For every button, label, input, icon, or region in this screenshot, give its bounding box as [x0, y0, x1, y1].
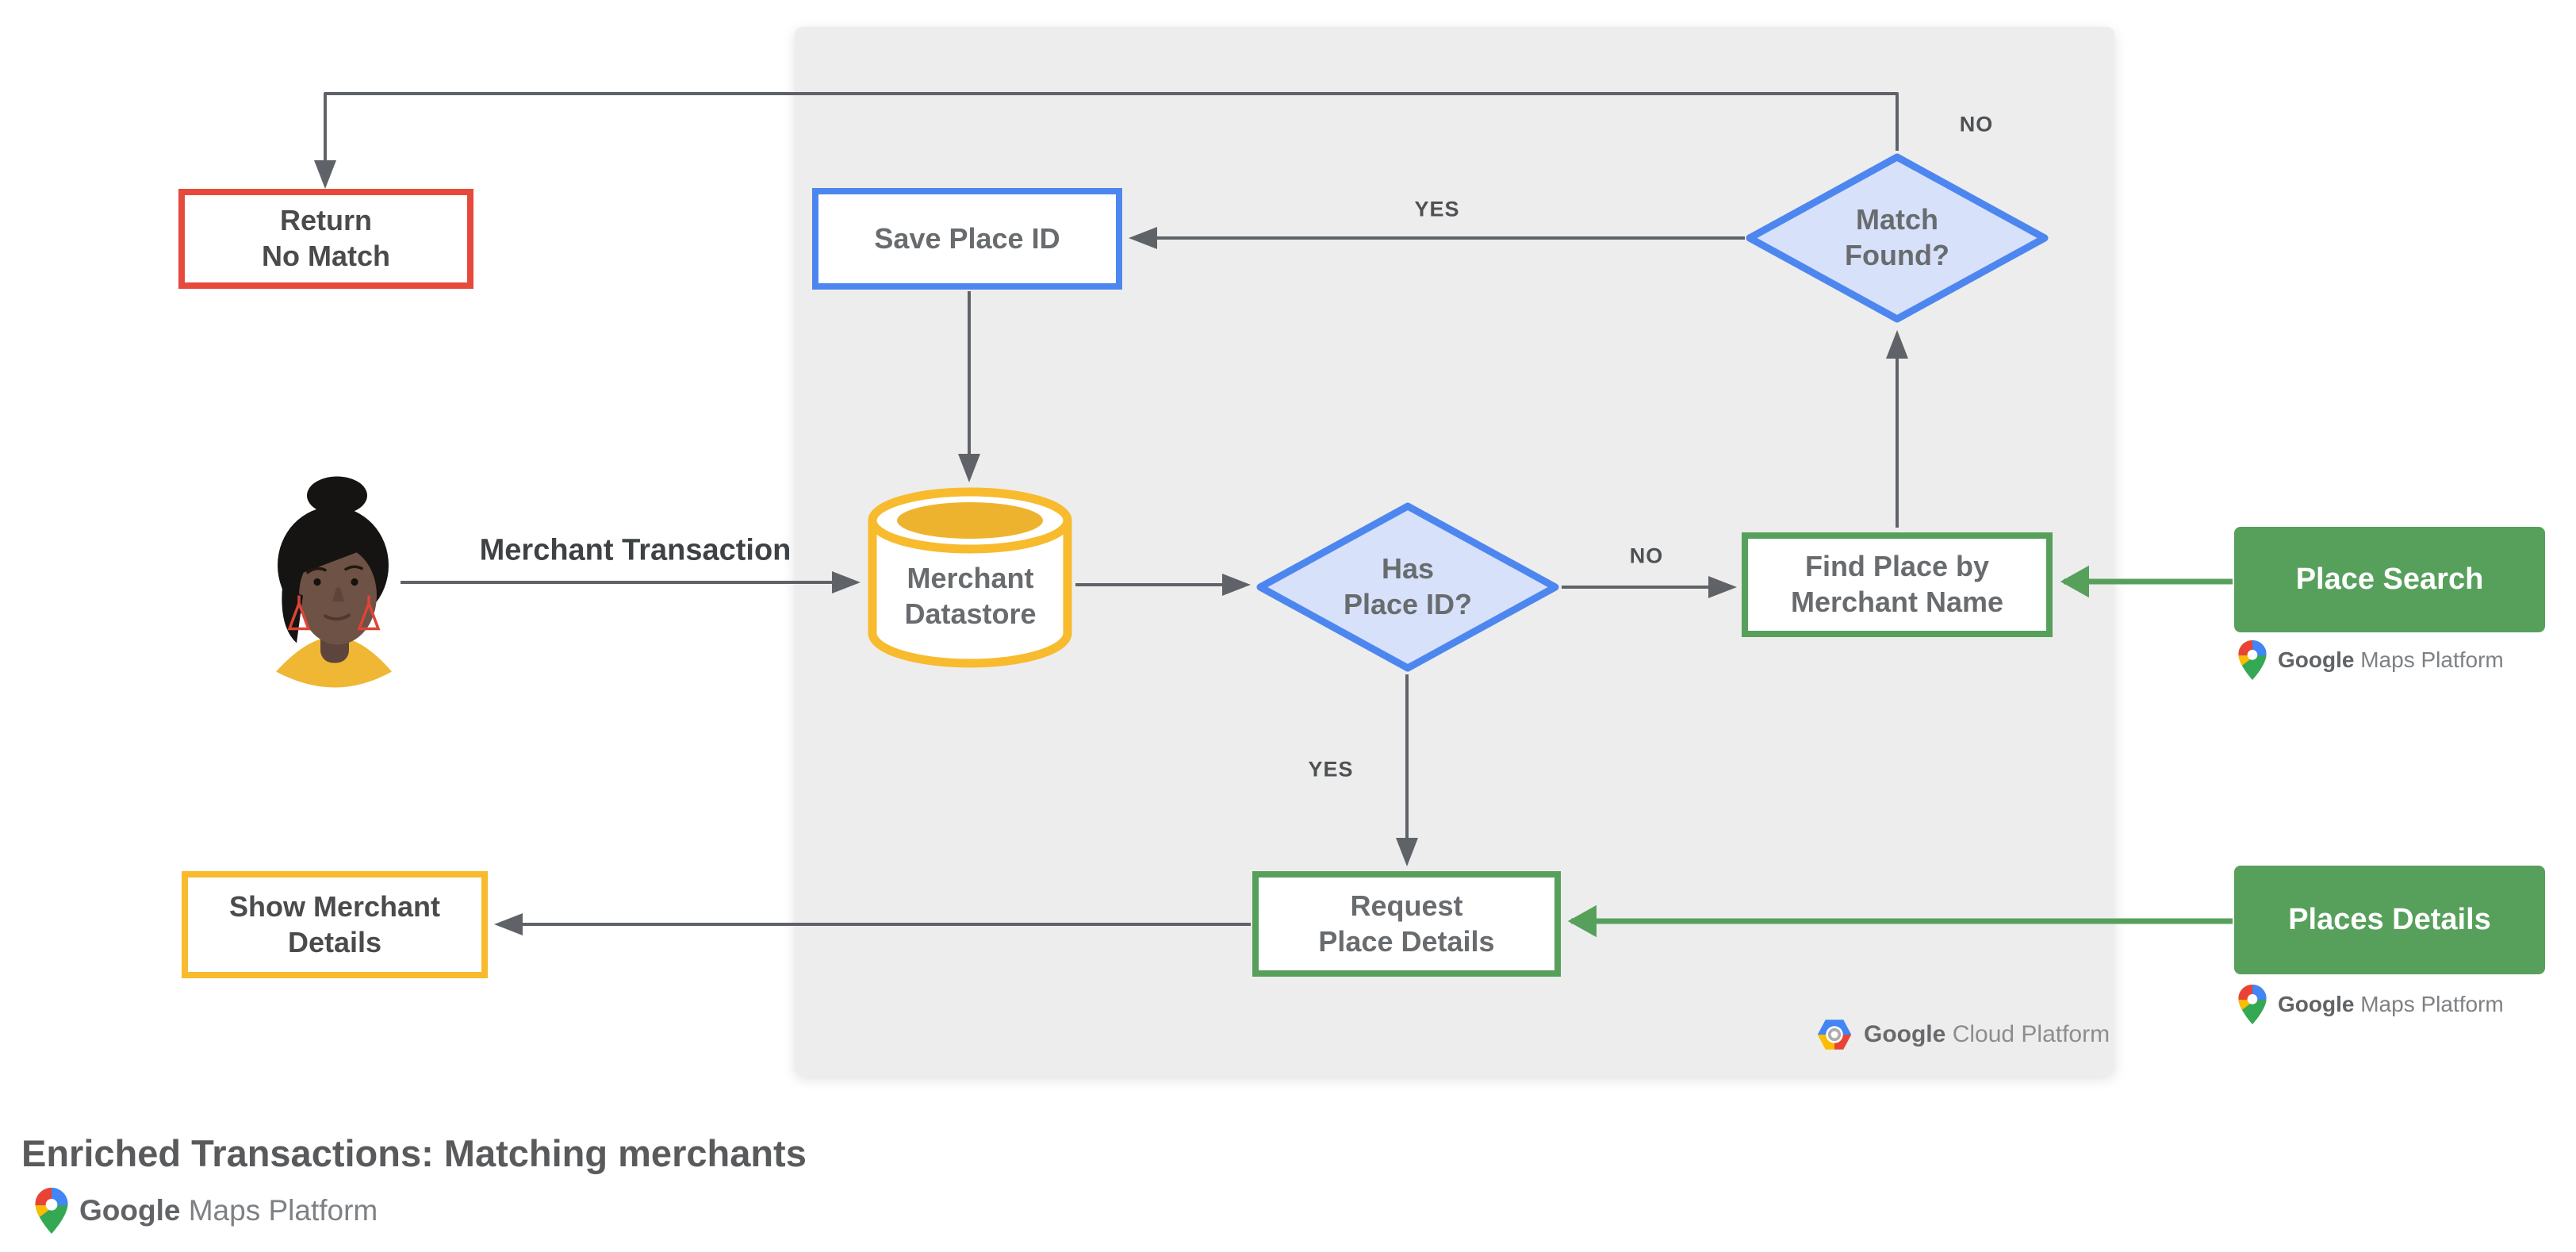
maps-pin-icon [35, 1188, 68, 1234]
diagram-title: Enriched Transactions: Matching merchant… [21, 1132, 807, 1174]
no-label-has-place-id: NO [1629, 543, 1664, 568]
gmp-brand: Google [2278, 992, 2355, 1016]
node-save-place-id: Save Place ID [812, 188, 1122, 290]
decision-label: Match Found? [1845, 203, 1949, 271]
diamond-shape [1256, 502, 1559, 672]
person-icon [276, 476, 392, 688]
node-return-no-match: Return No Match [178, 189, 473, 289]
gmp-lockup-place-search: Google Maps Platform [2238, 638, 2504, 682]
decision-label: Has Place ID? [1343, 552, 1473, 620]
decision-match-found: Match Found? [1745, 152, 2049, 324]
user-avatar [274, 474, 393, 689]
gcp-hexagon-icon [1817, 1020, 1852, 1050]
gmp-lockup-text: Google Maps Platform [2278, 647, 2504, 673]
node-find-place-by-merchant-name: Find Place by Merchant Name [1742, 532, 2053, 637]
maps-pin-icon [2238, 640, 2267, 680]
gmp-lockup-footer: Google Maps Platform [35, 1185, 378, 1236]
merchant-transaction-label: Merchant Transaction [479, 533, 792, 567]
node-request-place-details: Request Place Details [1252, 871, 1561, 977]
gmp-product: Maps Platform [2360, 647, 2504, 672]
diamond-shape [1746, 153, 2049, 323]
database-cylinder-icon [868, 487, 1072, 668]
decision-has-place-id: Has Place ID? [1255, 501, 1560, 673]
gmp-lockup-places-details: Google Maps Platform [2238, 982, 2504, 1027]
node-merchant-datastore: Merchant Datastore [867, 487, 1074, 671]
places-details-chip: Places Details [2234, 866, 2545, 974]
gmp-brand: Google [79, 1194, 181, 1227]
no-label-match-found: NO [1959, 112, 1994, 136]
maps-pin-icon [2238, 985, 2267, 1024]
gcp-brand: Google [1864, 1021, 1946, 1047]
gmp-lockup-text: Google Maps Platform [79, 1194, 378, 1227]
yes-label-has-place-id: YES [1308, 757, 1354, 782]
place-search-chip: Place Search [2234, 527, 2545, 632]
gmp-brand: Google [2278, 647, 2355, 672]
gmp-product: Maps Platform [188, 1194, 378, 1227]
gmp-product: Maps Platform [2360, 992, 2504, 1016]
gmp-lockup-text: Google Maps Platform [2278, 992, 2504, 1017]
gcp-product: Cloud Platform [1952, 1021, 2110, 1047]
node-show-merchant-details: Show Merchant Details [182, 871, 488, 978]
datastore-label: Merchant Datastore [904, 562, 1037, 630]
gcp-lockup-text: Google Cloud Platform [1864, 1021, 2110, 1048]
gcp-lockup: Google Cloud Platform [1816, 1016, 2110, 1054]
yes-label-match-found: YES [1414, 197, 1460, 221]
